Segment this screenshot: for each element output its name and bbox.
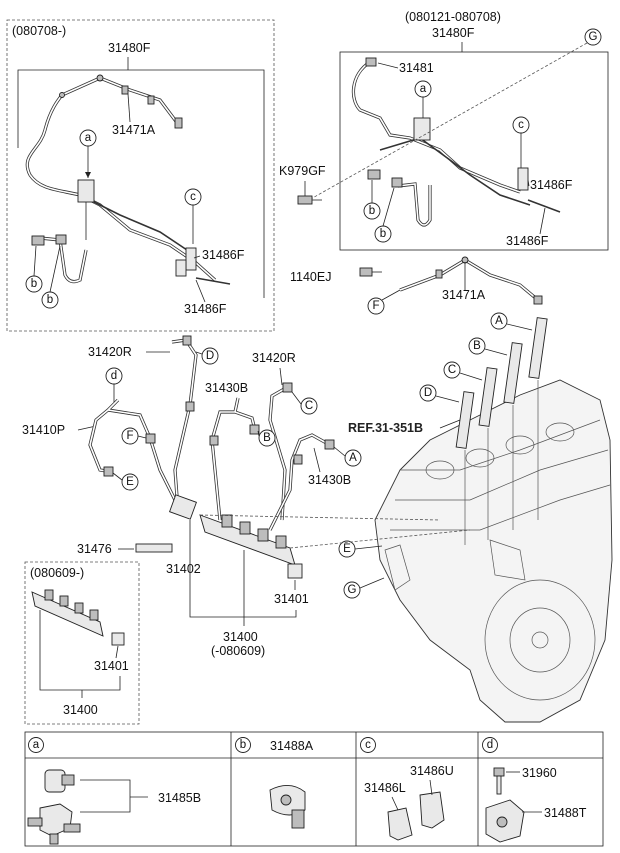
common-rail (169, 494, 296, 566)
junction-block-a (77, 179, 95, 203)
legend-c-part1: 31486U (410, 764, 454, 778)
svg-text:d: d (487, 739, 493, 751)
rail-31400-date: (-080609) (211, 644, 265, 658)
bolt-1140ej-label: 1140EJ (290, 270, 331, 284)
box-b-main-label: 31480F (432, 26, 475, 40)
callout-A-injector (490, 312, 508, 330)
legend-d-part1: 31960 (522, 766, 557, 780)
rail-31402-label: 31402 (166, 562, 201, 576)
svg-text:F: F (126, 430, 133, 442)
svg-text:A: A (349, 452, 357, 464)
callout-C-pipe (300, 397, 318, 415)
box-a-hose-label: 31471A (112, 123, 156, 137)
legend-a-part: 31485B (158, 791, 201, 805)
rail-sensor-31401 (287, 563, 303, 579)
svg-text:d: d (111, 370, 117, 382)
rail-31401-label: 31401 (274, 592, 309, 606)
box-a-bracket (17, 69, 265, 298)
pipe-31410p (88, 398, 182, 511)
svg-text:E: E (343, 543, 351, 555)
box-c-31401-label: 31401 (94, 659, 129, 673)
variant-box-080708 (6, 19, 275, 332)
pipe-31420r-1-label: 31420R (88, 345, 132, 359)
svg-text:a: a (85, 132, 92, 144)
svg-text:D: D (206, 350, 214, 362)
ref-label: REF.31-351B (348, 421, 423, 435)
callout-G-top (584, 28, 602, 46)
legend-a-circle (28, 737, 44, 753)
svg-text:c: c (518, 119, 524, 131)
box-b-clip-label: 31481 (399, 61, 434, 75)
svg-text:c: c (190, 191, 196, 203)
legend-b-parts (269, 785, 306, 829)
callout-A-pipe (344, 449, 362, 467)
box-a-main-label: 31480F (108, 41, 151, 55)
svg-text:B: B (473, 340, 481, 352)
legend-d-part2: 31488T (544, 806, 587, 820)
svg-text:G: G (589, 31, 598, 43)
svg-text:b: b (31, 278, 37, 290)
return-hose-a (25, 76, 180, 176)
callout-E-pipe (121, 473, 139, 491)
callout-B-injector (468, 337, 486, 355)
legend-c-part2: 31486L (364, 781, 406, 795)
legend-c-circle (360, 737, 376, 753)
variant-box-080121 (339, 51, 609, 251)
junction-block-b (413, 117, 431, 141)
rail-alt (31, 589, 125, 646)
callout-C-injector (443, 361, 461, 379)
legend-b-circle (235, 737, 251, 753)
callout-D-injector (419, 384, 437, 402)
legend-b-part: 31488A (270, 739, 314, 753)
bolt-k979gf-label: K979GF (279, 164, 326, 178)
legend-table (24, 731, 604, 847)
legend-c-parts (387, 791, 445, 841)
svg-text:C: C (448, 364, 456, 376)
rail-31400-label: 31400 (223, 630, 258, 644)
callout-B-pipe (258, 429, 276, 447)
svg-text:b: b (369, 205, 375, 217)
legend-a-parts (27, 769, 81, 845)
box-b-conn-label: 31486F (530, 178, 573, 192)
callout-D-pipe (201, 347, 219, 365)
box-c-31400-label: 31400 (63, 703, 98, 717)
box-a-conn-label: 31486F (202, 248, 245, 262)
box-c-date: (080609-) (30, 566, 84, 580)
box-b-conn2-label: 31486F (506, 234, 549, 248)
svg-text:c: c (365, 739, 371, 751)
bolt-k979gf (297, 195, 313, 205)
callout-G-engine (343, 581, 361, 599)
svg-text:b: b (380, 228, 386, 240)
callout-F-top (367, 297, 385, 315)
svg-text:b: b (240, 739, 246, 751)
svg-text:D: D (424, 387, 432, 399)
svg-text:b: b (47, 294, 53, 306)
box-b-date: (080121-080708) (405, 10, 501, 24)
injectors (455, 317, 548, 449)
hose2-label: 31471A (442, 288, 486, 302)
pipe-31430b-1-label: 31430B (205, 381, 248, 395)
svg-text:A: A (495, 315, 503, 327)
engine-block (374, 379, 613, 723)
svg-text:B: B (263, 432, 271, 444)
svg-text:G: G (348, 584, 357, 596)
rail-bolt-label: 31476 (77, 542, 112, 556)
svg-text:C: C (305, 400, 313, 412)
box-a-conn2-label: 31486F (184, 302, 227, 316)
pipe-31410p-label: 31410P (22, 423, 65, 437)
svg-text:a: a (33, 739, 40, 751)
box-a-date: (080708-) (12, 24, 66, 38)
variant-box-080609 (24, 561, 140, 725)
rail-bolt (135, 543, 173, 553)
svg-text:F: F (372, 300, 379, 312)
legend-d-parts (485, 767, 525, 843)
pipe-31430b-2-label: 31430B (308, 473, 351, 487)
svg-text:a: a (420, 83, 427, 95)
svg-text:E: E (126, 476, 134, 488)
bolt-1140ej (359, 267, 373, 277)
pipe-31420r-2-label: 31420R (252, 351, 296, 365)
legend-d-circle (482, 737, 498, 753)
